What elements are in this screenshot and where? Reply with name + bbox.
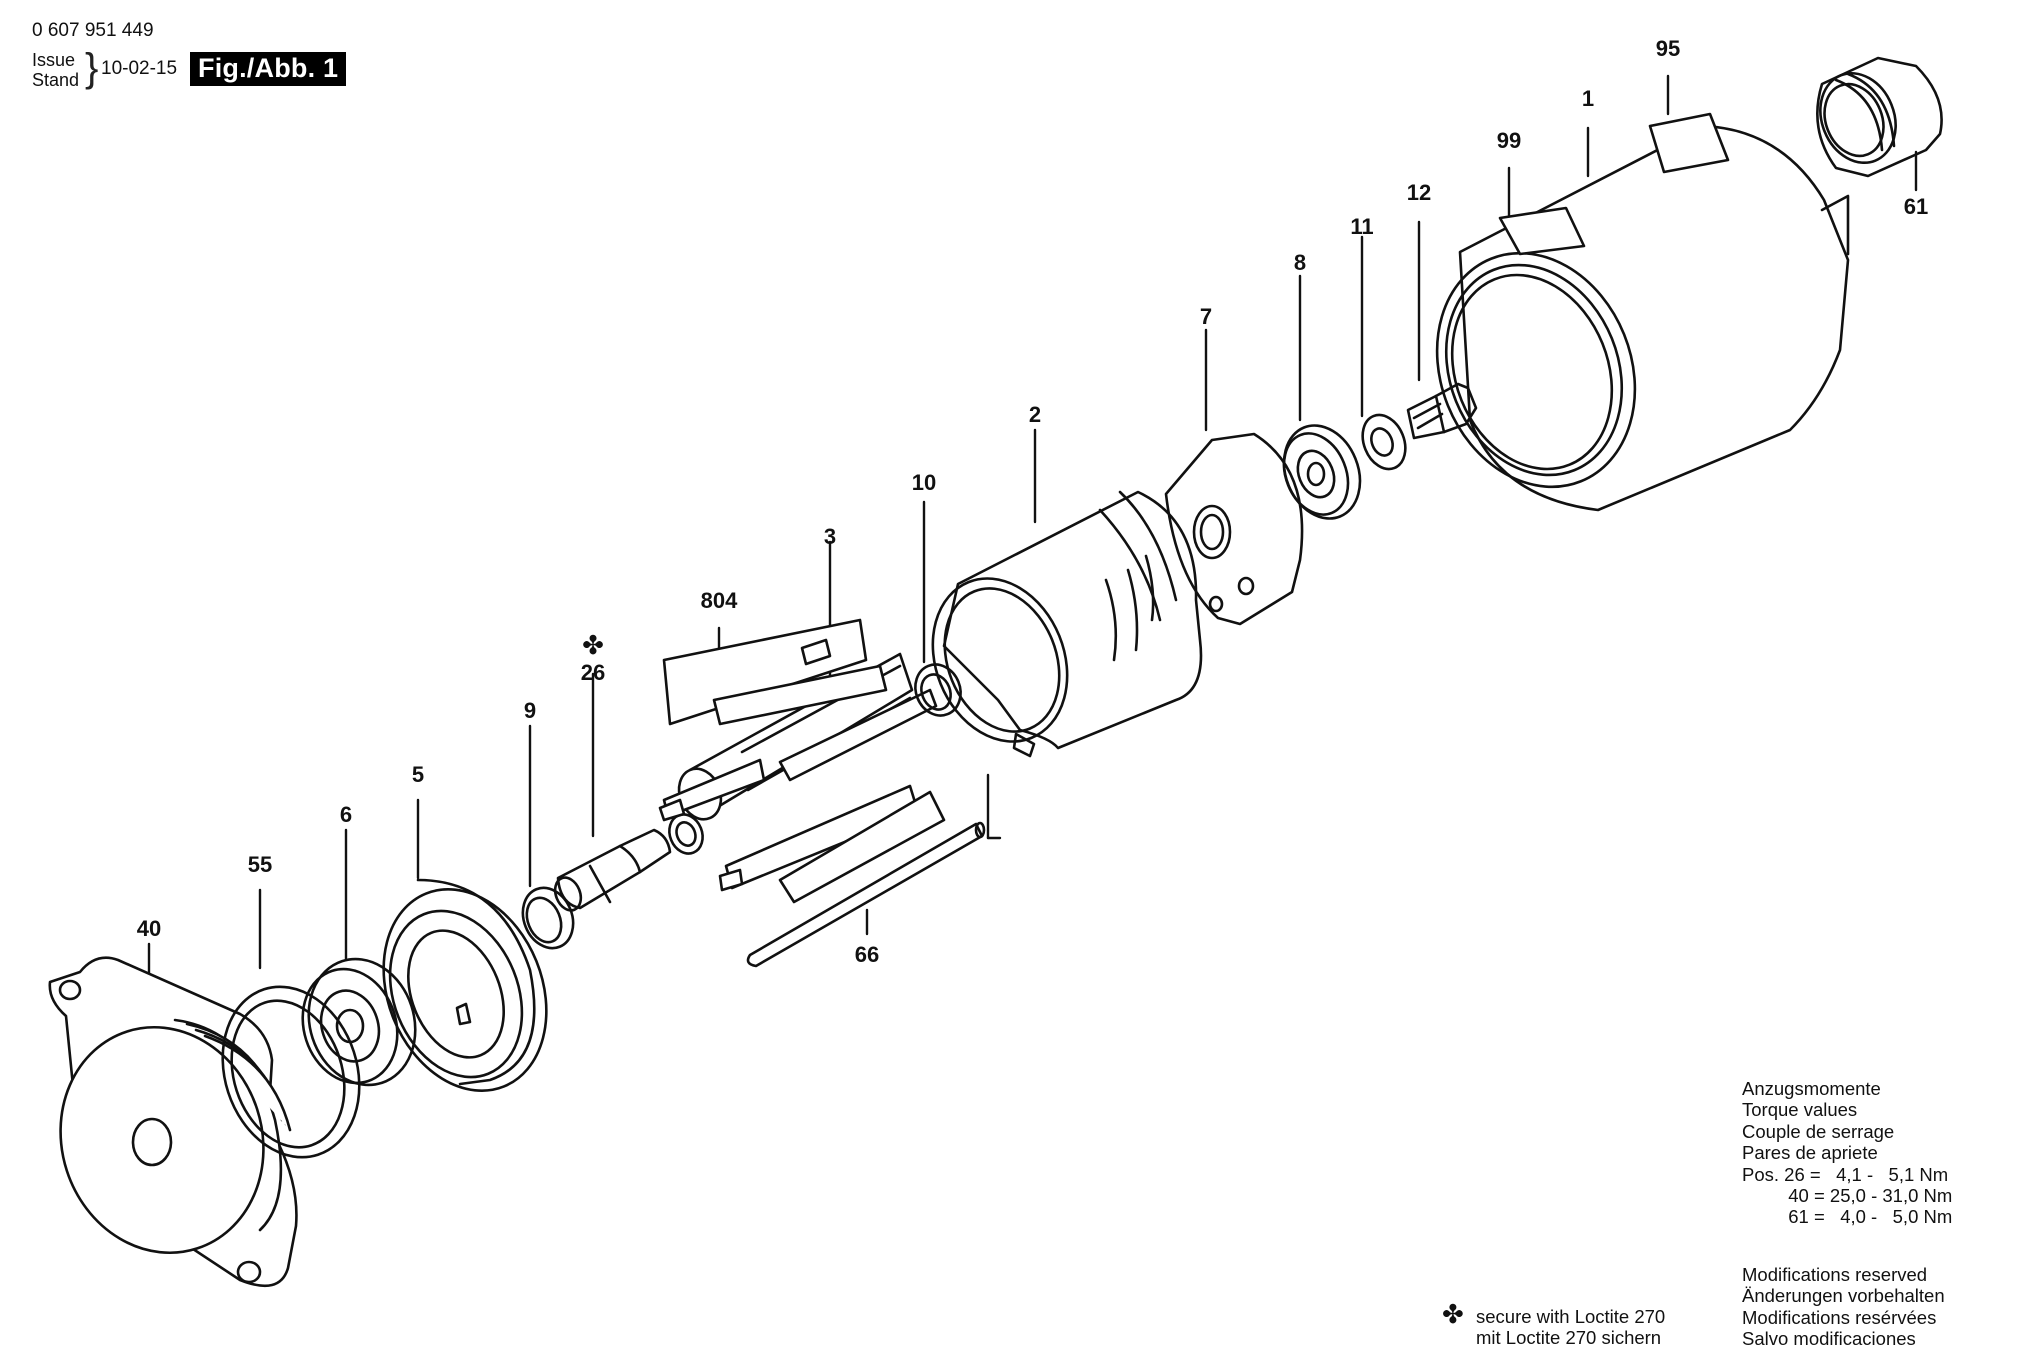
part-26-shaft xyxy=(553,813,704,912)
modifications-block: Modifications reserved Änderungen vorbeh… xyxy=(1742,1264,1945,1350)
loctite-club-icon: ✤ xyxy=(582,630,604,660)
callout-6: 6 xyxy=(339,802,353,827)
torque-line-40: 40 = 25,0 - 31,0 Nm xyxy=(1742,1185,1953,1207)
callout-95: 95 xyxy=(1655,36,1681,61)
callout-99: 99 xyxy=(1496,128,1522,153)
callout-55: 55 xyxy=(247,852,273,877)
part-10-ring xyxy=(914,663,962,717)
loctite-note-de: mit Loctite 270 sichern xyxy=(1476,1327,1662,1349)
callout-9: 9 xyxy=(523,698,537,723)
callout-11: 11 xyxy=(1350,214,1374,239)
part-2-cylinder xyxy=(931,490,1203,758)
part-11-washer xyxy=(1361,413,1407,471)
callout-2: 2 xyxy=(1028,402,1042,427)
modifications-de: Änderungen vorbehalten xyxy=(1742,1285,1945,1307)
figure-badge: Fig./Abb. 1 xyxy=(190,52,347,86)
part-7-plate xyxy=(1164,432,1304,626)
part-61-plug xyxy=(1816,56,1943,178)
torque-line-26: Pos. 26 = 4,1 - 5,1 Nm xyxy=(1742,1163,1949,1185)
modifications-fr: Modifications resérvées xyxy=(1742,1306,1937,1328)
part-9-ring xyxy=(521,886,575,950)
loctite-legend-icon: ✤ xyxy=(1442,1299,1464,1329)
part-3-rotor xyxy=(658,618,946,904)
modifications-es: Salvo modificaciones xyxy=(1742,1328,1916,1350)
leader-lines xyxy=(147,74,1918,994)
stand-label: Stand xyxy=(32,70,80,90)
torque-line-61: 61 = 4,0 - 5,0 Nm xyxy=(1742,1206,1953,1228)
brace-glyph: } xyxy=(85,46,99,90)
loctite-note-text: secure with Loctite 270 mit Loctite 270 … xyxy=(1476,1306,1665,1349)
part-6-bearing xyxy=(301,957,417,1087)
callout-66: 66 xyxy=(854,942,880,967)
callout-1: 1 xyxy=(1581,86,1595,111)
part-66-pin xyxy=(746,821,986,968)
callout-3: 3 xyxy=(823,524,837,549)
callout-8: 8 xyxy=(1293,250,1307,275)
torque-heading-es: Pares de apriete xyxy=(1742,1142,1878,1164)
modifications-en: Modifications reserved xyxy=(1742,1264,1928,1285)
callout-7: 7 xyxy=(1199,304,1213,329)
issue-label: Issue xyxy=(32,50,76,70)
issue-date: 10-02-15 xyxy=(101,58,178,79)
loctite-note-en: secure with Loctite 270 xyxy=(1476,1306,1666,1327)
torque-values-block: Anzugsmomente Torque values Couple de se… xyxy=(1742,1078,1952,1228)
callout-26: 26 xyxy=(580,660,606,685)
torque-heading-fr: Couple de serrage xyxy=(1742,1120,1895,1142)
part-5-endcap xyxy=(382,878,548,1092)
callout-61: 61 xyxy=(1903,194,1929,219)
torque-heading-en: Torque values xyxy=(1742,1099,1858,1121)
callout-804: 804 xyxy=(700,588,738,613)
part-8-bearing xyxy=(1282,424,1362,520)
callout-12: 12 xyxy=(1406,180,1432,205)
drawing-number: 0 607 951 449 xyxy=(32,20,154,41)
callout-40: 40 xyxy=(136,916,162,941)
part-12-screw xyxy=(1406,382,1478,440)
torque-heading-de: Anzugsmomente xyxy=(1742,1078,1881,1099)
callout-10: 10 xyxy=(911,470,937,495)
issue-stand-labels: Issue Stand xyxy=(32,50,79,90)
callout-5: 5 xyxy=(411,762,425,787)
part-1-housing xyxy=(1435,112,1850,512)
